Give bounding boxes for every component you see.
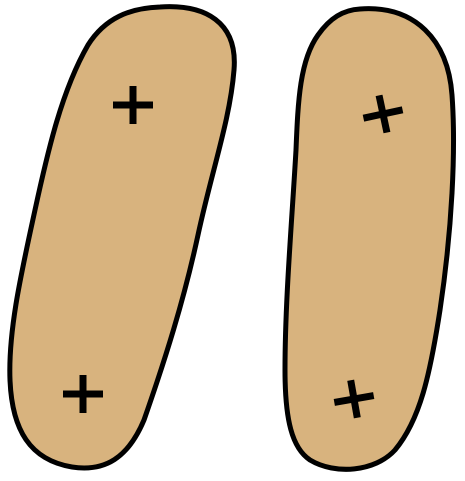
- diagram-canvas: [0, 0, 465, 481]
